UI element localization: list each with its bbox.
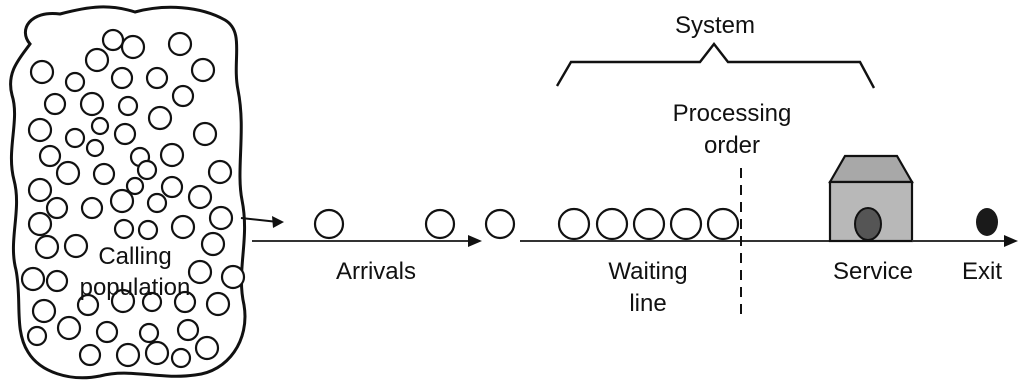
calling-population-label-line2: population	[79, 274, 191, 301]
customer-in-service	[854, 207, 882, 241]
population-customer	[141, 291, 163, 313]
waiting-customer	[669, 207, 703, 241]
population-customer	[101, 28, 125, 52]
population-customer	[115, 342, 141, 368]
population-customer	[208, 205, 234, 231]
waiting-customer	[595, 207, 629, 241]
population-customer	[207, 159, 233, 185]
waiting-customer	[706, 207, 740, 241]
population-customer	[79, 91, 105, 117]
population-customer	[167, 31, 193, 57]
population-customer	[38, 144, 62, 168]
population-customer	[110, 288, 136, 314]
population-customer	[171, 84, 195, 108]
arrivals-lane-arrowhead	[468, 235, 482, 247]
exiting-customer	[976, 208, 998, 236]
population-customer	[29, 59, 55, 85]
service-facility-icon	[828, 154, 914, 243]
population-customer	[190, 57, 216, 83]
population-customer	[45, 196, 69, 220]
population-customer	[43, 92, 67, 116]
population-customer	[56, 315, 82, 341]
population-customer	[192, 121, 218, 147]
population-customer	[147, 105, 173, 131]
population-customer	[194, 335, 220, 361]
population-customer	[64, 127, 86, 149]
population-customers	[20, 28, 246, 369]
waiting-line-label-line2: line	[629, 290, 667, 317]
population-customer	[26, 325, 48, 347]
population-customer	[64, 71, 86, 93]
population-customer	[76, 293, 100, 317]
calling-population	[9, 5, 247, 380]
population-customer	[113, 122, 137, 146]
population-customer	[137, 219, 159, 241]
exit-label: Exit	[961, 258, 1002, 285]
population-customer	[144, 340, 170, 366]
population-customer	[187, 184, 213, 210]
population-customer	[84, 47, 110, 73]
population-customer	[95, 320, 119, 344]
population-customer	[120, 34, 146, 60]
waiting-customer	[557, 207, 591, 241]
population-customer	[80, 196, 104, 220]
population-customer	[20, 266, 46, 292]
population-customer	[92, 162, 116, 186]
exit-arrowhead	[1004, 235, 1018, 247]
population-customer	[117, 95, 139, 117]
population-customer	[45, 269, 69, 293]
population-customer	[220, 264, 246, 290]
service-roof	[828, 154, 914, 184]
population-customer	[31, 298, 57, 324]
arriving-customer	[313, 208, 345, 240]
waiting-line-label-line1: Waiting	[608, 258, 688, 285]
population-customer	[125, 176, 145, 196]
population-customer	[110, 66, 134, 90]
processing-order-label-line2: order	[703, 132, 761, 159]
population-exit-arrow-line	[240, 217, 279, 223]
population-customer	[170, 347, 192, 369]
system-label: System	[674, 12, 755, 39]
population-customer	[27, 177, 53, 203]
arriving-customer	[484, 208, 516, 240]
waiting-customer	[632, 207, 666, 241]
population-customer	[27, 211, 53, 237]
population-customer	[146, 192, 168, 214]
population-exit-arrowhead	[272, 216, 284, 228]
service-label: Service	[832, 258, 914, 285]
system-brace	[555, 42, 876, 89]
population-customer	[113, 218, 135, 240]
processing-order-label-line1: Processing	[672, 100, 792, 127]
population-customer	[109, 188, 135, 214]
calling-population-label-line1: Calling	[98, 243, 172, 270]
population-customer	[55, 160, 81, 186]
population-customer	[145, 66, 169, 90]
arriving-customer	[424, 208, 456, 240]
population-customer	[170, 214, 196, 240]
population-customer	[27, 117, 53, 143]
population-customer	[90, 116, 110, 136]
population-customer	[200, 231, 226, 257]
population-customer	[85, 138, 105, 158]
population-customer	[187, 259, 213, 285]
population-customer	[78, 343, 102, 367]
population-customer	[159, 142, 185, 168]
population-customer	[160, 175, 184, 199]
population-customer	[63, 233, 89, 259]
arrivals-label: Arrivals	[335, 258, 416, 285]
population-customer	[34, 234, 60, 260]
population-customer	[205, 291, 231, 317]
population-customer	[138, 322, 160, 344]
population-customer	[176, 318, 200, 342]
population-customer	[136, 159, 158, 181]
population-customer	[173, 290, 197, 314]
